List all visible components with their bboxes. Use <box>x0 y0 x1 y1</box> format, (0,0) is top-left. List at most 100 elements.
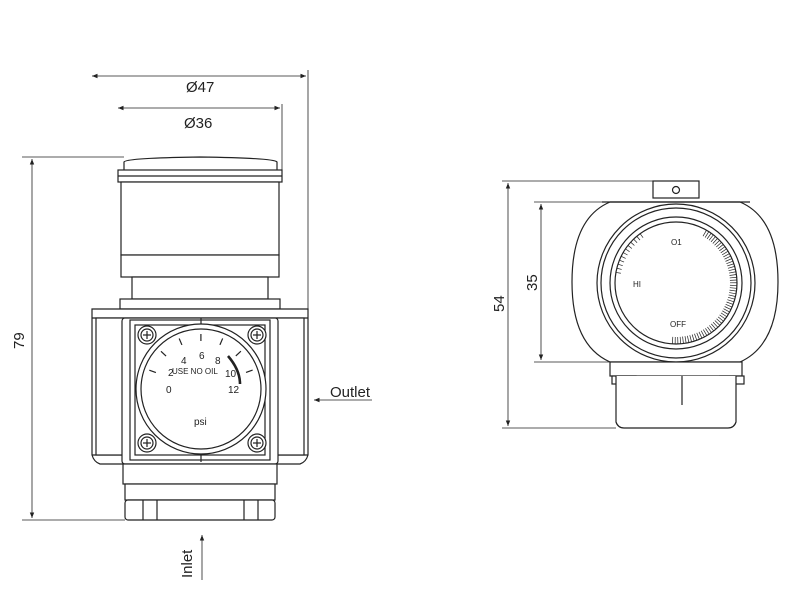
gauge-tick-8: 8 <box>215 356 221 367</box>
dial-tick-mark <box>615 272 621 274</box>
dial-tick-mark <box>729 292 737 295</box>
screw-top-right <box>247 325 267 345</box>
dial-tick-mark <box>722 310 729 315</box>
dim-outer-diameter: Ø47 <box>186 79 214 96</box>
dial-tick-mark <box>723 308 730 313</box>
gauge-tick-mark <box>149 369 157 374</box>
dial-tick-mark <box>729 271 737 274</box>
dial-tick-mark <box>726 301 734 305</box>
dial-tick-mark <box>687 335 690 343</box>
dial-tick-mark <box>712 238 718 244</box>
regulator-cap <box>117 156 283 278</box>
regulator-neck <box>119 276 281 310</box>
dial-tick-mark <box>716 318 722 324</box>
dial-tick-mark <box>719 246 726 252</box>
side-dimensions <box>502 180 653 429</box>
dial-tick-mark <box>717 244 724 250</box>
dial-tick-mark <box>694 333 698 341</box>
dial-tick-marks <box>615 229 738 344</box>
front-dimensions <box>22 70 372 580</box>
dial-tick-mark <box>689 335 692 343</box>
dial-tick-mark <box>729 274 737 276</box>
dial-tick-mark <box>711 323 717 330</box>
screw-bottom-right <box>247 433 267 453</box>
dial-tick-mark <box>630 241 635 246</box>
dial-tick-mark <box>719 314 726 320</box>
dial-tick-mark <box>728 268 736 272</box>
inlet-label: Inlet <box>179 549 196 578</box>
dial-tick-mark <box>705 328 710 335</box>
dial-tick-mark <box>625 248 630 252</box>
dial-tick-mark <box>703 329 708 336</box>
dial-tick-mark <box>639 233 644 238</box>
dial-tick-mark <box>712 321 719 328</box>
dial-tick-mark <box>619 259 625 263</box>
dial-tick-mark <box>710 236 716 243</box>
dial-tick-mark <box>717 316 724 322</box>
dial-tick-mark <box>724 255 731 260</box>
dial-tick-mark <box>727 299 735 303</box>
gauge-caption: USE NO OIL <box>172 367 218 376</box>
dial-tick-mark <box>720 312 728 318</box>
dial-tick-mark <box>707 326 712 333</box>
dial-tick-mark <box>709 325 714 332</box>
gauge-unit: psi <box>194 417 207 428</box>
gauge-tick-mark <box>160 350 167 357</box>
dial-tick-mark <box>720 248 727 254</box>
dial-tick-mark <box>616 267 622 270</box>
screw-top-left <box>137 325 157 345</box>
dim-inner-diameter: Ø36 <box>184 115 212 132</box>
dial-tick-mark <box>633 238 638 243</box>
dial-tick-mark <box>727 297 735 300</box>
dial-tick-mark <box>704 231 710 238</box>
dial-tick-mark <box>729 276 737 279</box>
gauge-tick-10: 10 <box>225 369 237 380</box>
dial-tick-mark <box>679 336 682 344</box>
dial-tick-mark <box>691 334 695 342</box>
gauge-tick-mark <box>178 338 183 346</box>
dial-tick-mark <box>723 253 730 258</box>
dial-tick-mark <box>727 263 734 267</box>
outlet-label: Outlet <box>330 384 371 401</box>
dial-tick-mark <box>696 332 700 340</box>
dim-side-height: 54 <box>491 295 508 312</box>
dial-tick-mark <box>714 320 721 326</box>
gauge-tick-mark <box>245 369 253 373</box>
dial-tick-mark <box>721 250 729 256</box>
top-nut <box>652 180 700 199</box>
dial-tick-mark <box>728 294 736 297</box>
dial-tick-mark <box>636 236 641 241</box>
screw-bottom-left <box>137 433 157 453</box>
dial-tick-mark <box>622 252 628 256</box>
dial-tick-mark <box>714 240 720 246</box>
dial-label-left: HI <box>633 280 641 289</box>
dial-tick-mark <box>729 289 737 292</box>
dial-tick-mark <box>700 330 705 338</box>
dim-dial: 35 <box>524 274 541 291</box>
dial-tick-mark <box>617 263 623 267</box>
side-view <box>571 180 779 429</box>
front-view <box>91 156 309 521</box>
dial-tick-mark <box>716 242 722 248</box>
dial-tick-mark <box>702 229 707 237</box>
dial-label-top: O1 <box>671 238 682 247</box>
gauge-tick-6: 6 <box>199 351 205 362</box>
dial-tick-mark <box>698 331 703 339</box>
dial-tick-mark <box>621 255 626 259</box>
side-lower-body <box>609 361 745 429</box>
pressure-gauge <box>135 323 267 455</box>
dial-tick-mark <box>726 260 734 264</box>
gauge-tick-4: 4 <box>181 356 187 367</box>
dial-tick-mark <box>708 234 714 241</box>
gauge-tick-mark <box>219 338 224 346</box>
dial-tick-mark <box>725 303 733 308</box>
dial-tick-mark <box>729 287 737 289</box>
dial-tick-mark <box>727 266 735 269</box>
gauge-tick-0: 0 <box>166 385 172 396</box>
gauge-tick-12: 12 <box>228 385 240 396</box>
gauge-tick-2: 2 <box>168 368 174 379</box>
dial-tick-mark <box>682 336 684 344</box>
dial-tick-mark <box>725 258 733 262</box>
dial-tick-mark <box>724 306 732 310</box>
